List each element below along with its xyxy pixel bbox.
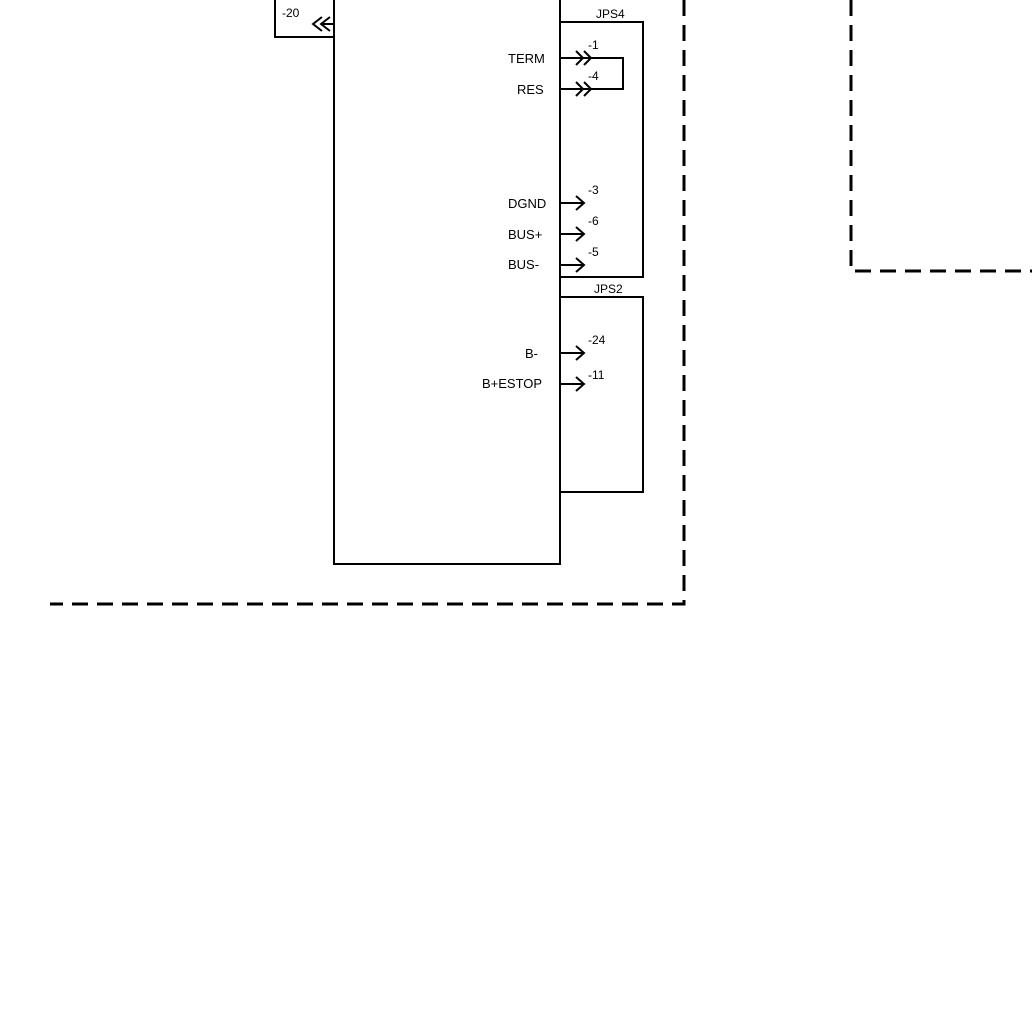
left-connector-pin: -20	[282, 6, 300, 20]
arrow-right-icon	[560, 226, 586, 242]
bus-plus-pin: -6	[588, 214, 599, 228]
double-chevron-icon	[560, 50, 593, 66]
bus-minus-label: BUS-	[508, 257, 539, 272]
jumper-loop	[592, 57, 624, 90]
b-plus-estop-label: B+ESTOP	[482, 376, 542, 391]
bus-plus-label: BUS+	[508, 227, 542, 242]
res-pin: -4	[588, 69, 599, 83]
double-chevron-icon	[560, 81, 593, 97]
b-minus-label: B-	[525, 346, 538, 361]
b-minus-pin: -24	[588, 333, 606, 347]
jps2-connector: JPS2 B- -24 B+ESTOP -11	[482, 282, 644, 493]
jps2-box	[560, 296, 644, 493]
arrow-right-icon	[560, 195, 586, 211]
jps2-title: JPS2	[594, 282, 623, 296]
b-plus-estop-pin: -11	[588, 368, 605, 382]
component-body	[333, 0, 561, 565]
arrow-right-icon	[560, 345, 586, 361]
jps4-box	[560, 21, 644, 278]
left-connector: -20	[274, 0, 334, 38]
jps4-title: JPS4	[596, 7, 625, 21]
arrow-right-icon	[560, 376, 586, 392]
dgnd-pin: -3	[588, 183, 599, 197]
left-connector-wire	[274, 0, 334, 38]
bus-minus-pin: -5	[588, 245, 599, 259]
right-enclosure-boundary	[849, 0, 1032, 273]
term-pin: -1	[588, 38, 599, 52]
arrow-right-icon	[560, 257, 586, 273]
jps4-connector: JPS4 TERM -1 RES -4 DGND -3 BUS+ -6 BUS-…	[508, 7, 644, 278]
term-label: TERM	[508, 51, 545, 66]
left-enclosure-boundary	[50, 0, 686, 606]
dgnd-label: DGND	[508, 196, 546, 211]
double-chevron-icon	[311, 16, 334, 32]
res-label: RES	[517, 82, 544, 97]
